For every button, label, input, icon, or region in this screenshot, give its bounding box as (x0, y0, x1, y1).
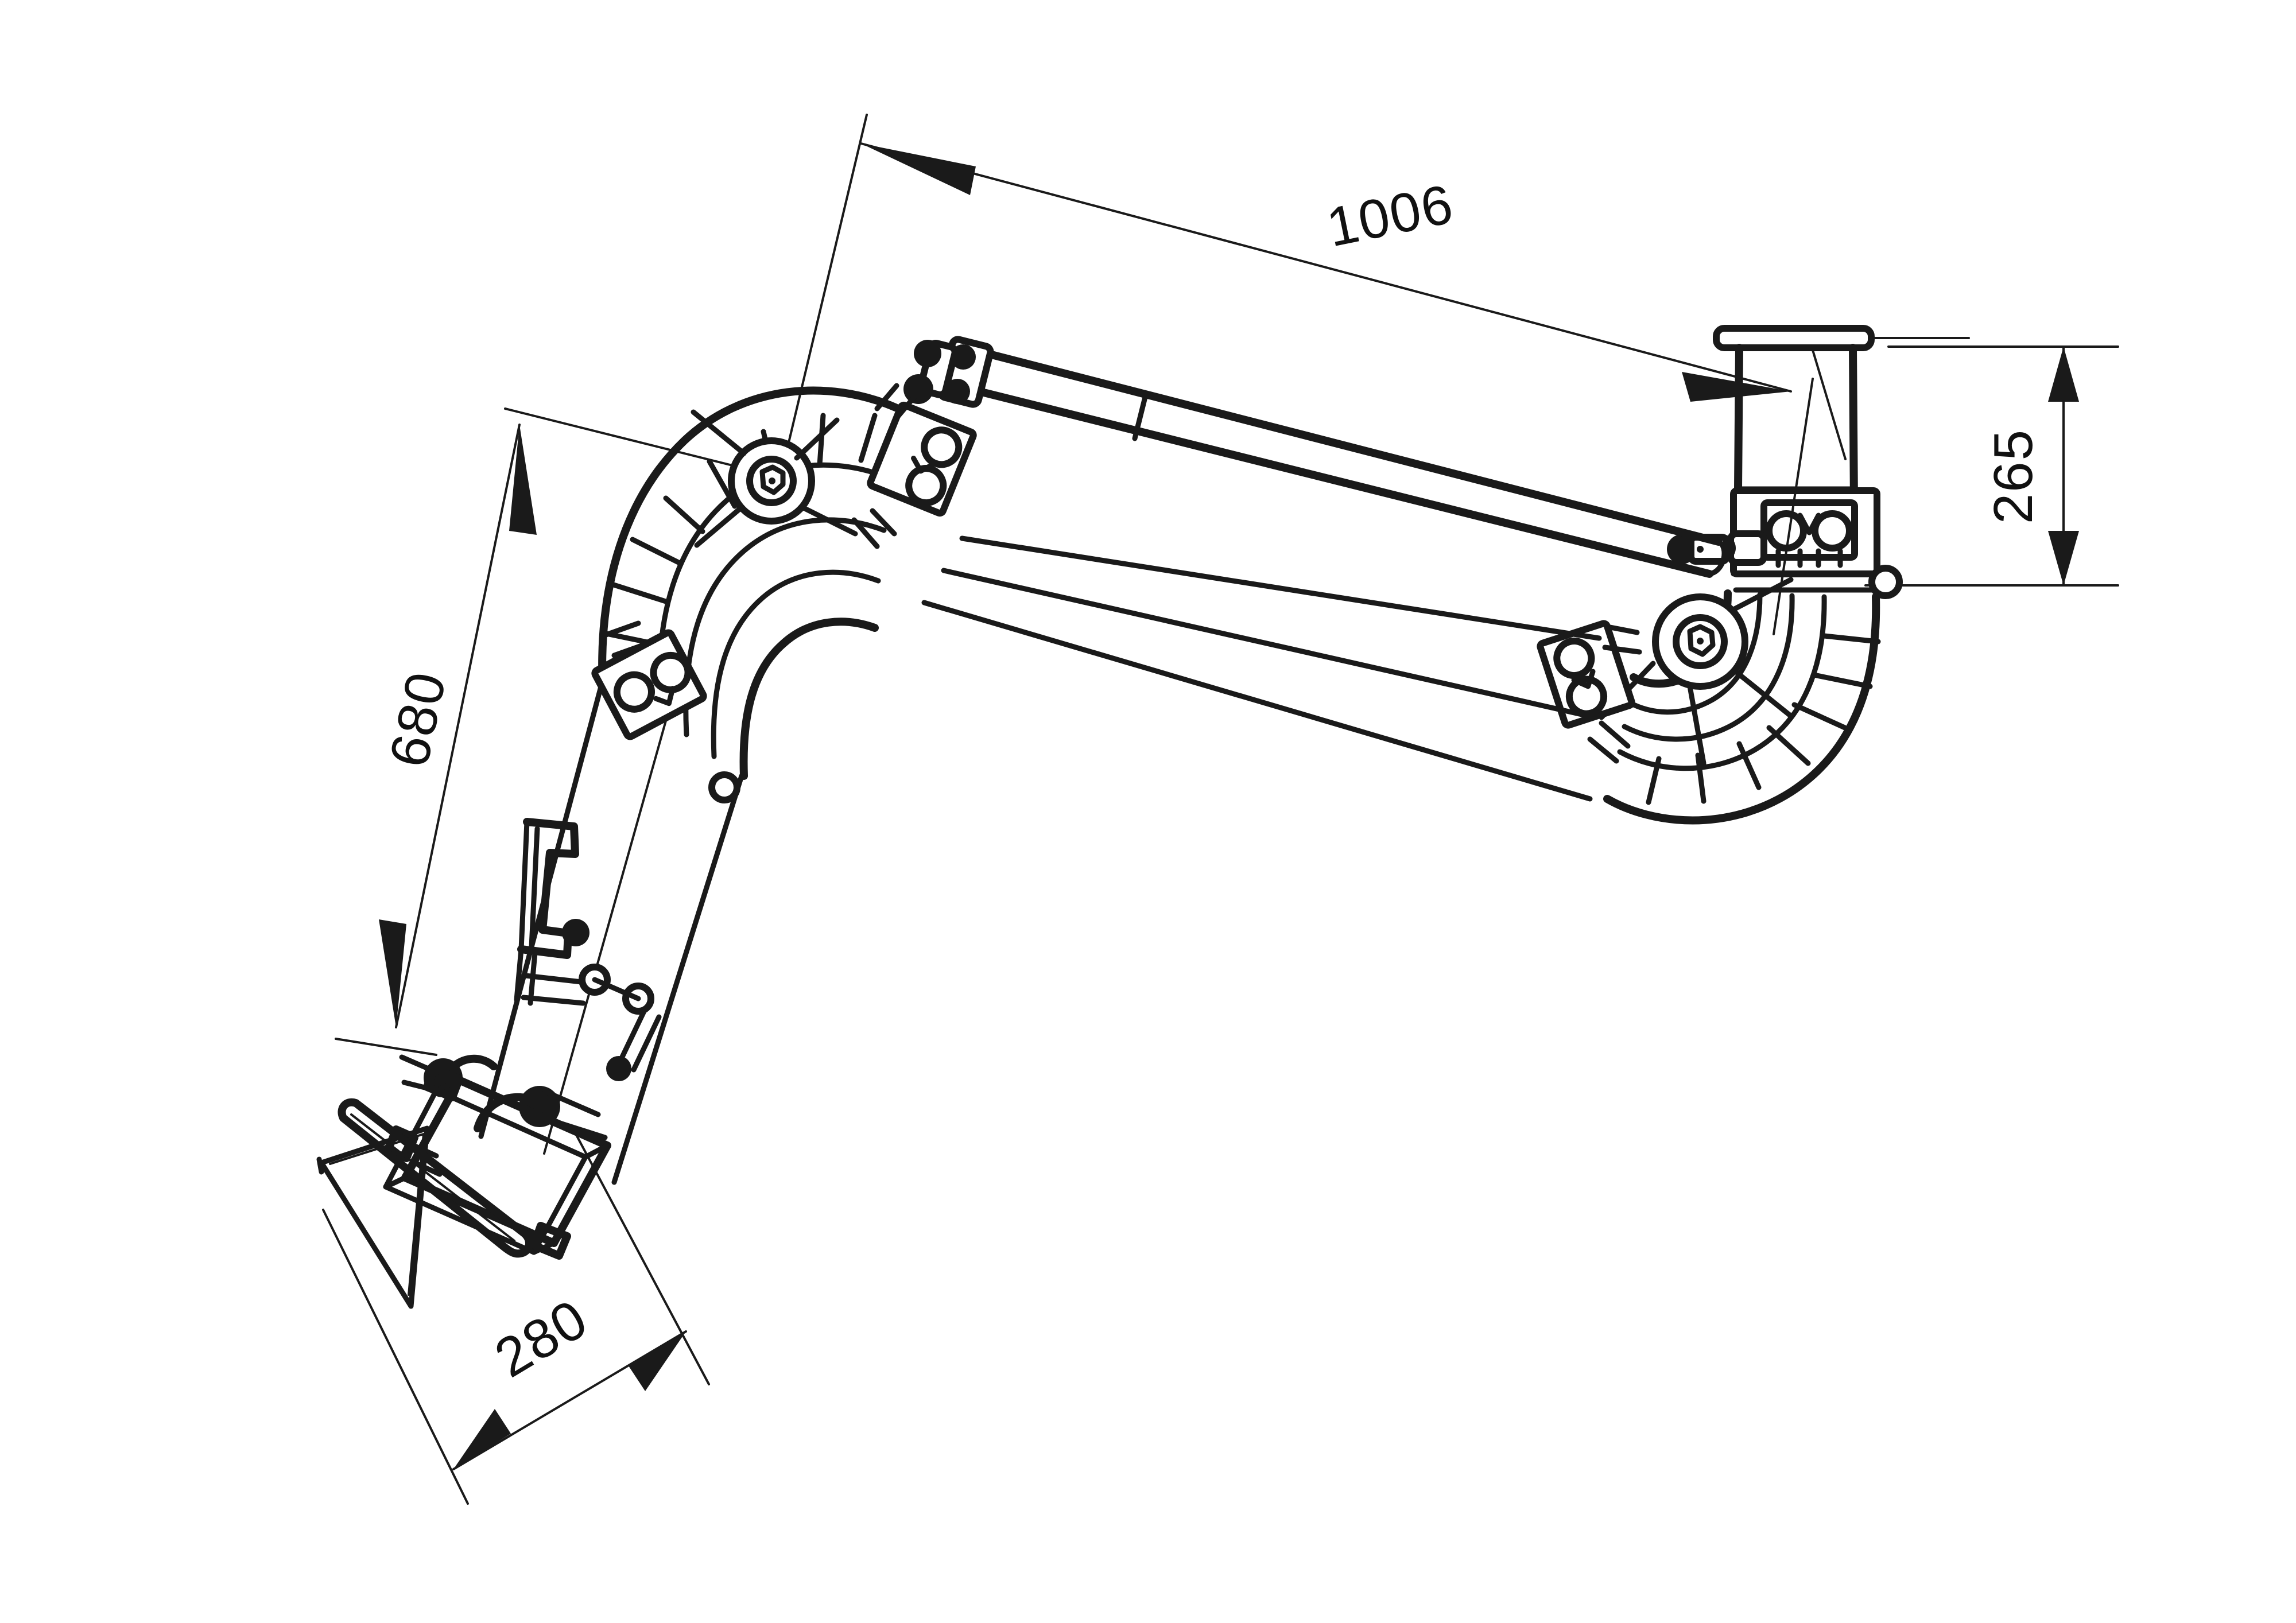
lower-elbow (1537, 577, 1881, 825)
arrowhead-280-left (453, 1409, 511, 1469)
mount-bracket (1667, 378, 1903, 635)
hood-handle (338, 1098, 533, 1258)
ext-line-680-bottom (335, 1038, 437, 1056)
arrowhead-280-right (629, 1331, 686, 1391)
arrowhead-680-top (509, 425, 537, 535)
bolt-hole-2 (1812, 510, 1853, 552)
ext-line-1006-left (779, 114, 868, 477)
dim-label-680: 680 (378, 666, 458, 772)
bolt-hole-1 (1766, 510, 1807, 552)
bracket-marker-dot (562, 919, 589, 946)
wall-flange (1713, 325, 1970, 509)
hood (316, 1065, 611, 1309)
hinge-pin (1868, 565, 1903, 599)
upper-elbow (591, 383, 977, 803)
dim-label-280: 280 (484, 1287, 598, 1389)
ext-line-280-left (322, 1209, 469, 1505)
arrowhead-1006-left (861, 143, 976, 195)
dim-label-1006: 1006 (1322, 173, 1459, 259)
dim-line-1006 (860, 142, 1792, 393)
dim-line-280 (452, 1330, 687, 1470)
hood-clamp-tl (423, 1065, 463, 1101)
dim-line-680 (395, 424, 521, 1028)
dimension-265: 265 (1864, 345, 2119, 587)
ext-line-680-top (504, 407, 743, 469)
ext-line-1006-right (1810, 343, 1847, 460)
gas-spring (903, 336, 1727, 578)
arrowhead-680-bottom (379, 919, 406, 1027)
handle-bracket (514, 818, 662, 1081)
arrowhead-265-top (2048, 347, 2079, 402)
dim-label-265: 265 (1983, 429, 2044, 524)
dimension-280: 280 (322, 1129, 710, 1505)
upper-arm-duct (921, 535, 1602, 802)
dimension-680: 680 (335, 407, 743, 1056)
arrowhead-265-bottom (2048, 531, 2079, 585)
hood-clamp-br (530, 1222, 571, 1260)
